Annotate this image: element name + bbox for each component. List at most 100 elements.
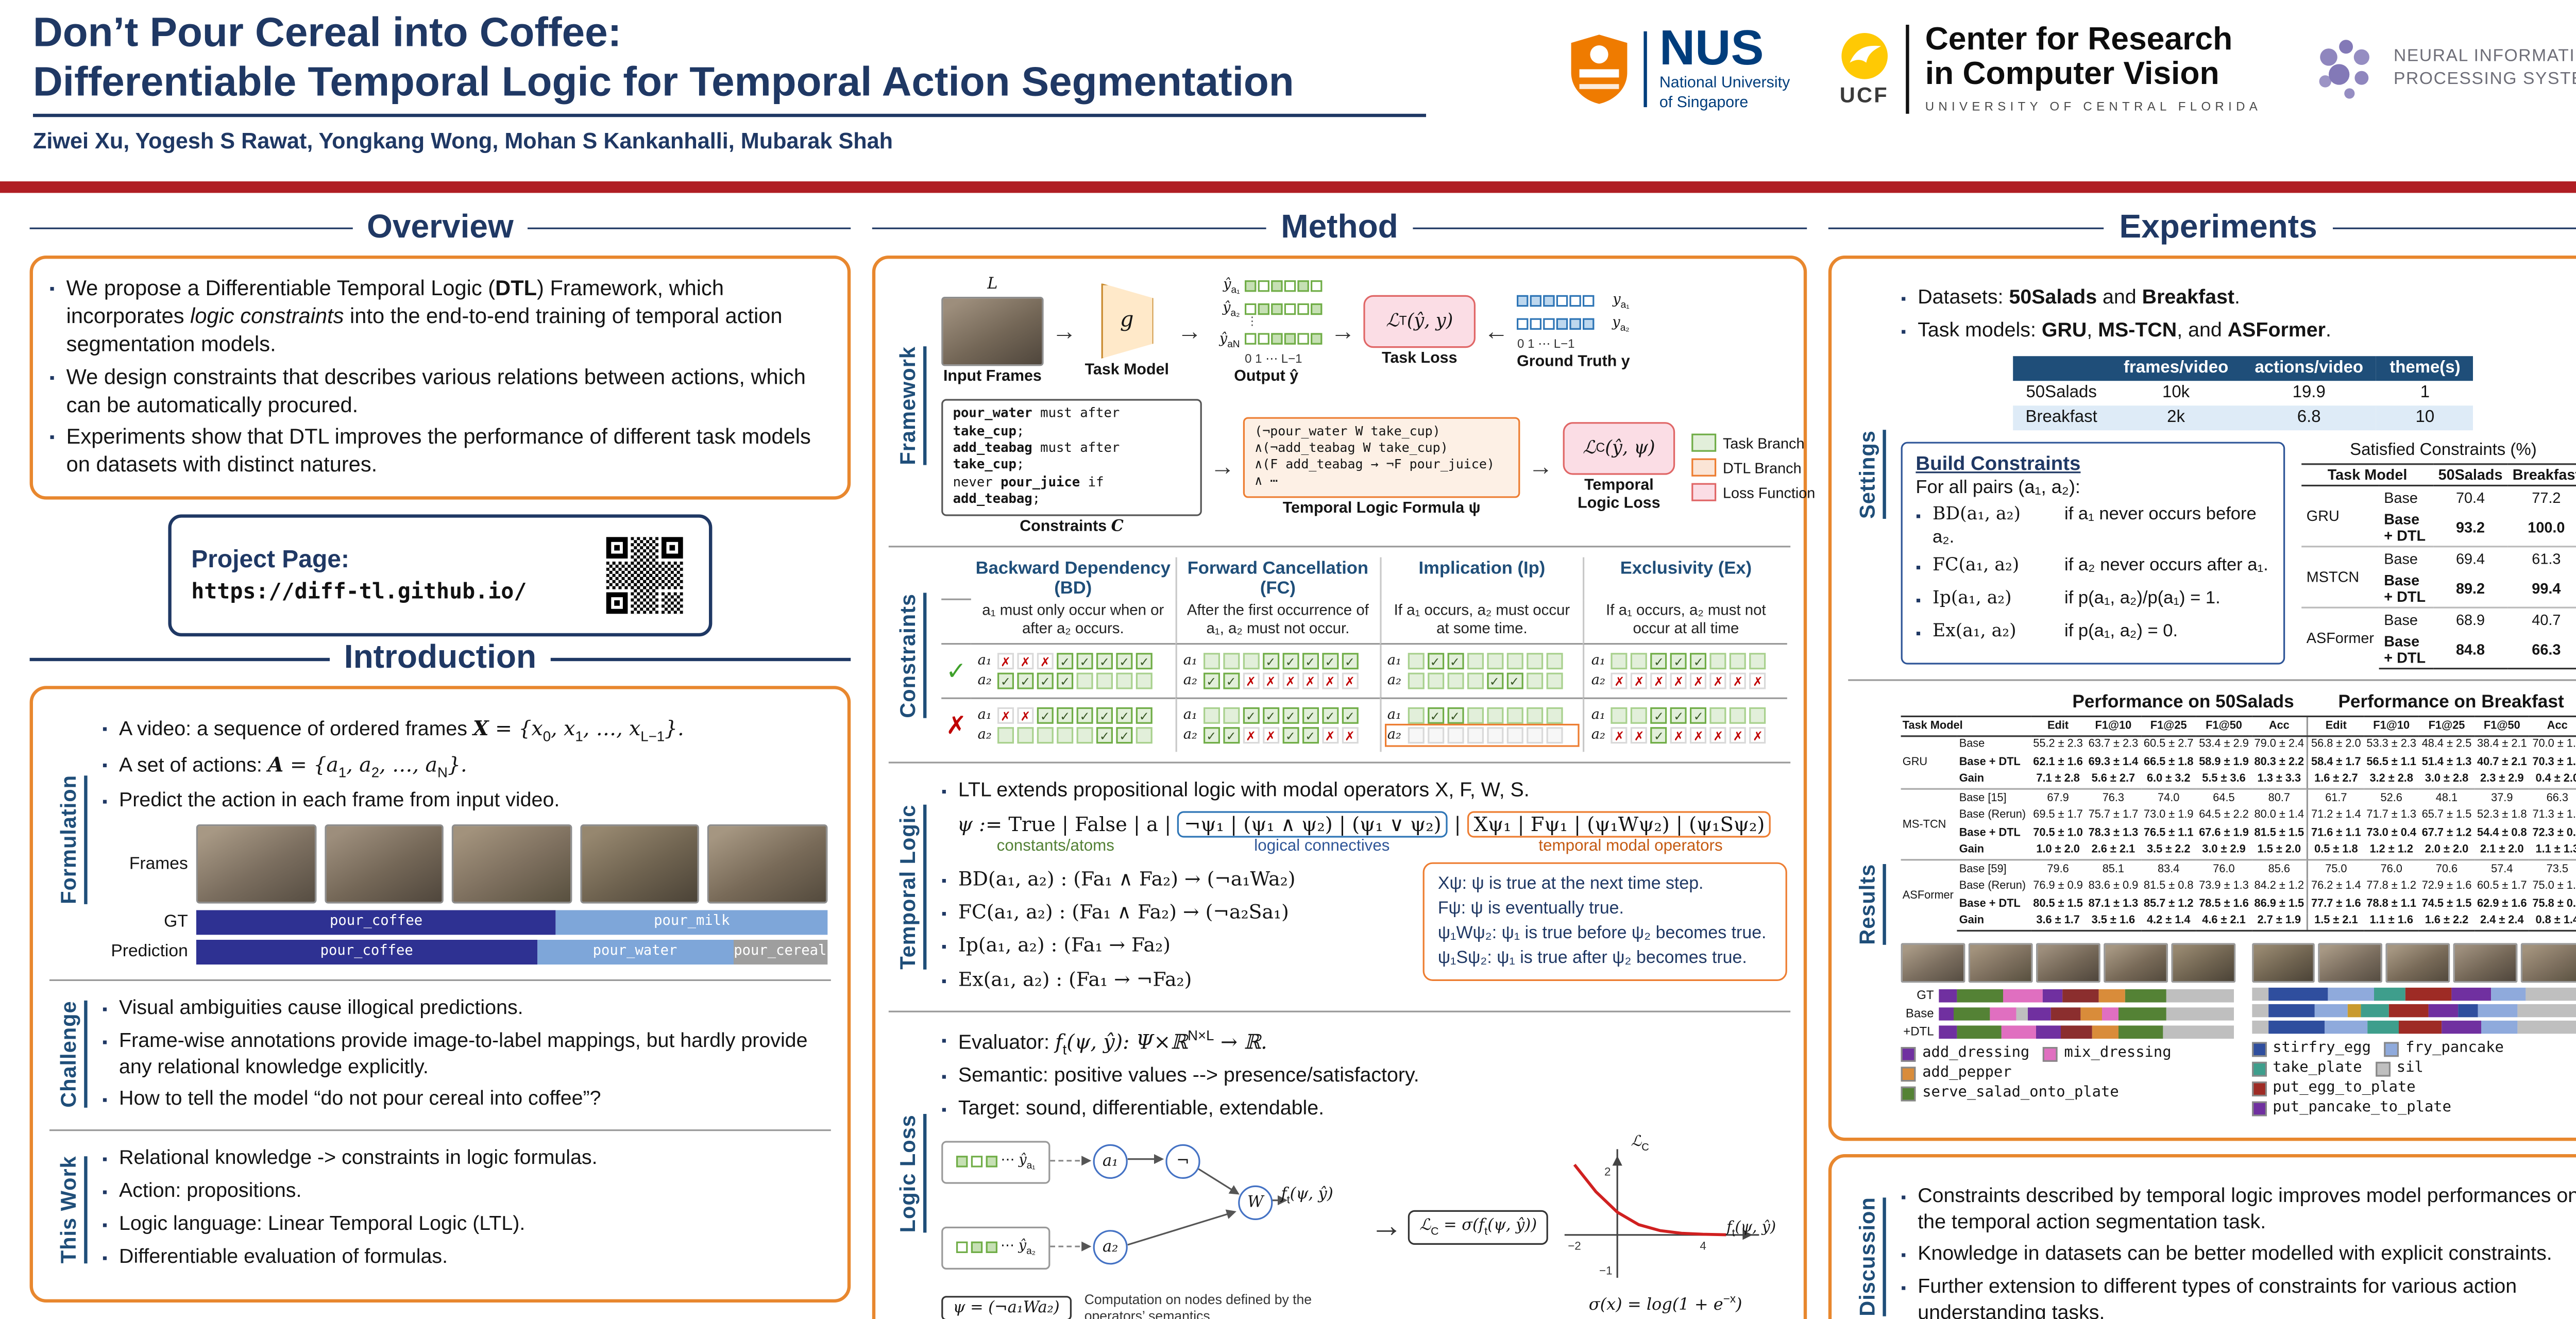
text-segment: Constraints: [1020, 517, 1111, 535]
th-element: F1@10: [2086, 716, 2141, 737]
project-page-url[interactable]: https://diff-tl.github.io/: [191, 581, 527, 606]
timeline-cell: [1116, 673, 1133, 690]
ucf-subtitle: UNIVERSITY OF CENTRAL FLORIDA: [1925, 99, 2262, 114]
div-element: ŷa₂: [1210, 298, 1323, 319]
base-bar-50salads: [1939, 1007, 2235, 1021]
table-cell: 6.8: [2241, 405, 2377, 431]
bullet-text: Ip(a₁, a₂) : (Fa₁ → Fa₂): [958, 934, 1171, 957]
metric-cell: 61.7: [2307, 788, 2364, 808]
div-element: ▪Constraints described by temporal logic…: [1901, 1179, 2576, 1319]
metric-cell: 71.7 ± 1.3: [2366, 810, 2416, 822]
challenge-bullets: ▪Visual ambiguities cause illogical pred…: [102, 995, 827, 1114]
video-thumbnail: [2521, 943, 2576, 984]
span-element: [1311, 280, 1323, 292]
span-element: [1258, 280, 1270, 292]
segment: [2101, 1007, 2120, 1021]
metric-cell: 1.6 ± 2.2: [2419, 913, 2475, 933]
timeline-label: a₁: [1183, 707, 1197, 724]
task-model-caption: Task Model: [1084, 360, 1169, 379]
ltl-grammar: ψ := True | False | a | ¬ψ₁ | (ψ₁ ∧ ψ₂) …: [941, 811, 1787, 838]
timeline-cell: ✓: [1651, 727, 1667, 744]
table-cell: 19.9: [2292, 384, 2326, 403]
text-segment: N×L: [1188, 1026, 1214, 1043]
metric-cell: 1.3 ± 3.3: [2257, 773, 2301, 785]
td-element: Base + DTL: [2384, 571, 2426, 605]
perf-title-50salads: Performance on 50Salads: [2072, 692, 2294, 713]
span-element: [1530, 295, 1543, 308]
timeline-label: a₂: [977, 673, 992, 690]
span-element: [1245, 280, 1323, 292]
div-element: [2251, 943, 2576, 984]
timeline-cell: ✗: [1262, 673, 1279, 690]
metric-cell: 2.0 ± 2.0: [2425, 844, 2469, 856]
heading-rule: [528, 227, 851, 230]
timeline-cell: ✗: [1321, 673, 1338, 690]
frame-thumbnail: [196, 823, 316, 903]
legend-swatch: [2251, 1042, 2266, 1057]
timeline-label: a₁: [1591, 707, 1605, 724]
frame-thumbnail: [452, 823, 572, 903]
timeline-cell: [1243, 653, 1259, 670]
bullet-text: A set of actions: A = {a1, a2, …, aN}.: [119, 752, 827, 783]
metric-cell: 3.5 ± 2.2: [2146, 844, 2191, 856]
discussion-label: Discussion: [1854, 1196, 1886, 1316]
div-element: → ℒC = σ(ft(ψ, ŷ)): [1370, 1210, 1549, 1245]
timeline-label: a₂: [1387, 727, 1401, 744]
timeline-cell: ✓: [1136, 653, 1153, 670]
segment: [2251, 1005, 2268, 1018]
timeline-cell: [1407, 727, 1424, 744]
text-segment: ) Framework, which incorporates: [66, 275, 724, 328]
text-segment: 0: [543, 728, 551, 745]
overview-heading: Overview: [29, 209, 851, 247]
timeline-cell: [1076, 673, 1093, 690]
text-segment: ,: [346, 753, 360, 776]
input-frames-thumb: [941, 297, 1044, 366]
arrow-right-icon: →: [1052, 317, 1077, 346]
timeline-cell: ✓: [1427, 707, 1444, 724]
table-header-cell: actions/video: [2241, 356, 2377, 381]
metric-cell: 6.0 ± 3.2: [2146, 773, 2191, 785]
timeline-cell: ✓: [1282, 653, 1299, 670]
timeline-cell: [1730, 707, 1747, 724]
satisfied-check-icon: ✓: [945, 658, 967, 686]
bullet-icon: ▪: [102, 756, 108, 773]
table-header-cell: theme(s): [2376, 356, 2474, 381]
timeline-cell: [1526, 707, 1543, 724]
logo-row: NUS National University of Singapore UCF…: [1568, 22, 2576, 114]
output-row-label: ŷaN: [1210, 329, 1240, 350]
action-timeline: a₂✓✓: [978, 727, 1168, 744]
div-element: L Input Frames → g Task Model →: [941, 275, 1815, 536]
timeline-cell: ✓: [1262, 707, 1279, 724]
metric-cell: 80.7: [2251, 788, 2308, 808]
timeline-cell: ✓: [1447, 653, 1463, 670]
timeline-cell: ✗: [1730, 727, 1747, 744]
div-element: Constraints: [892, 558, 928, 752]
metric-cell: 86.9 ± 1.5: [2254, 898, 2304, 910]
metric-cell: 1.6 ± 2.7: [2307, 771, 2364, 789]
div-element: [941, 558, 971, 601]
metric-cell: 3.0 ± 2.8: [2425, 773, 2469, 785]
text-segment: Ex(a₁, a₂): [1933, 620, 2016, 642]
segment: [1939, 989, 1957, 1003]
this-work-label: This Work: [55, 1155, 87, 1263]
bullet-icon: ▪: [1901, 1280, 1906, 1297]
span-element: [1570, 318, 1582, 330]
rect-element: [1579, 83, 1619, 89]
div-element: ŷa₁: [1210, 275, 1323, 296]
timeline-cell: ✗: [1631, 673, 1648, 690]
formula-box: (¬pour_water W take_cup) ∧(¬add_teabag W…: [1243, 417, 1520, 498]
timeline-cell: ✗: [1670, 673, 1687, 690]
segment: [2163, 1025, 2235, 1039]
div-element: ψ = (¬a₁Wa₂) Computation on nodes define…: [941, 1290, 1360, 1319]
arrow-right-icon: →: [1210, 453, 1235, 482]
timeline-cell: [1407, 653, 1424, 670]
bullet-icon: ▪: [102, 1216, 108, 1233]
arrow-right-icon: →: [1330, 317, 1355, 346]
table-cell: Breakfast: [2012, 405, 2111, 431]
div-element: [2251, 1005, 2576, 1018]
nus-logo: NUS National University of Singapore: [1568, 24, 1790, 112]
